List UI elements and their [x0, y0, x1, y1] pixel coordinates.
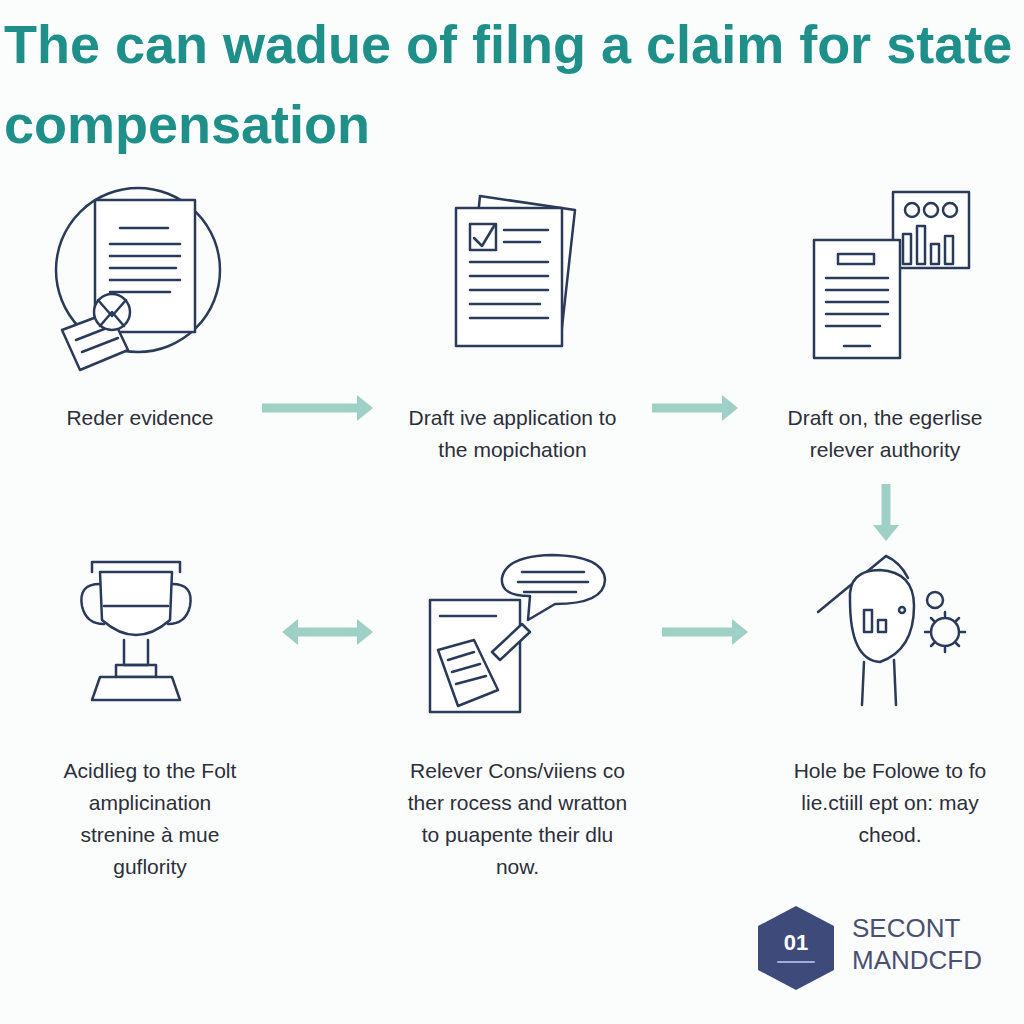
flow-arrow: [873, 484, 899, 541]
process-step: Draft ive application to the mopichation: [395, 190, 630, 476]
process-step: Reder evidence: [40, 190, 240, 444]
flow-arrow: [282, 619, 373, 645]
consultation-icon: [430, 555, 605, 712]
authority-icon: [814, 192, 969, 358]
process-step: Hole be Folowe to fo lie.ctiill ept on: …: [770, 545, 1010, 861]
trophy-icon: [81, 562, 190, 700]
step-caption: Draft on, the egerlise relever authority: [760, 402, 1010, 466]
evidence-icon: [56, 188, 220, 370]
step-caption: Reder evidence: [40, 402, 240, 434]
flow-arrow: [662, 619, 748, 645]
logo-hexagon: [758, 906, 834, 990]
step-caption: Relever Cons/viiens co ther rocess and w…: [398, 755, 638, 883]
process-step: Acidlieg to the Folt amplicination stren…: [40, 555, 260, 893]
application-icon: [456, 196, 575, 346]
flow-arrow: [652, 395, 738, 421]
logo-text: SECONT MANDCFD: [852, 912, 1022, 976]
flow-arrow: [262, 395, 373, 421]
process-step: Relever Cons/viiens co ther rocess and w…: [395, 555, 640, 893]
step-caption: Hole be Folowe to fo lie.ctiill ept on: …: [775, 755, 1005, 851]
logo-rule: [778, 961, 814, 963]
diagram-title: The can wadue of filng a claim for state…: [4, 4, 1014, 164]
logo-number: 01: [766, 930, 826, 956]
step-caption: Acidlieg to the Folt amplicination stren…: [50, 755, 250, 883]
step-caption: Draft ive application to the mopichation: [395, 402, 630, 466]
process-step: Draft on, the egerlise relever authority: [760, 190, 1010, 476]
follow-up-icon: [818, 556, 965, 705]
